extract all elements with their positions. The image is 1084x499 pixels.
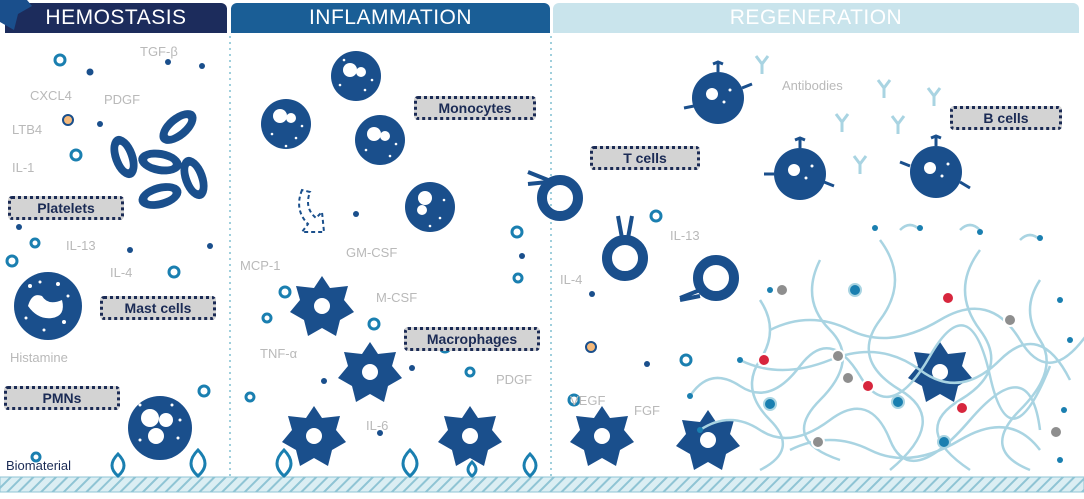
network-cells	[757, 283, 1063, 449]
mast-cell	[14, 272, 82, 340]
antibodies	[754, 55, 942, 174]
monocytes	[261, 51, 455, 232]
label-box-monocytes: Monocytes	[414, 96, 536, 120]
mediator-label: LTB4	[12, 122, 43, 137]
macrophages	[0, 0, 972, 470]
mediator-label: VEGF	[570, 393, 606, 408]
b-cells	[683, 60, 971, 200]
label-box-platelets: Platelets	[8, 196, 124, 220]
fiber-network	[688, 223, 1084, 472]
phase-header-hemostasis: HEMOSTASIS	[5, 3, 227, 33]
pmn-cell	[128, 396, 192, 460]
red-blood-cells	[110, 110, 208, 209]
mediator-label: IL-4	[560, 272, 583, 287]
label-box-t-cells: T cells	[590, 146, 700, 170]
mediator-label: IL-4	[110, 265, 133, 280]
mediator-label: IL-13	[66, 238, 96, 253]
mediator-label: TGF-β	[140, 44, 178, 59]
label-box-b-cells: B cells	[950, 106, 1062, 130]
mediator-label: PDGF	[104, 92, 141, 107]
differentiation-arrow	[298, 188, 326, 233]
mediator-label: PDGF	[496, 372, 533, 387]
biomaterial-surface	[0, 476, 1084, 493]
mediator-label: CXCL4	[30, 88, 72, 103]
t-cells	[527, 170, 739, 302]
phase-header-regeneration: REGENERATION	[553, 3, 1079, 33]
mediator-label: FGF	[634, 403, 660, 418]
mediator-label: M-CSF	[376, 290, 418, 305]
mediator-label: IL-1	[12, 160, 35, 175]
label-box-macrophages: Macrophages	[404, 327, 540, 351]
label-box-pmns: PMNs	[4, 386, 120, 410]
mediator-label: IL-6	[366, 418, 389, 433]
fiber-endpoints	[687, 225, 1073, 463]
mediator-label: GM-CSF	[346, 245, 398, 260]
mediator-label: Histamine	[10, 350, 68, 365]
biomaterial-label: Biomaterial	[6, 458, 72, 473]
label-box-mast-cells: Mast cells	[100, 296, 216, 320]
phase-header-inflammation: INFLAMMATION	[231, 3, 550, 33]
adhesion-markers	[110, 447, 538, 478]
mediator-label: MCP-1	[240, 258, 281, 273]
mediator-label: IL-13	[670, 228, 700, 243]
mediator-label: Antibodies	[782, 78, 843, 93]
mediator-label: TNF-α	[260, 346, 298, 361]
